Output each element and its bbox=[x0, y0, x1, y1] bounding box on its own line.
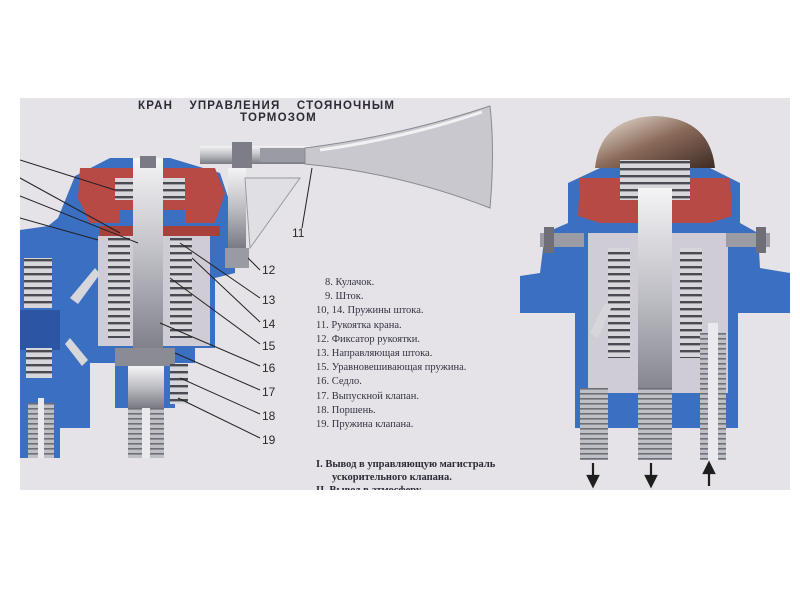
legend-item: 13. Направляющая штока. bbox=[316, 348, 433, 360]
handle-cone bbox=[304, 105, 493, 209]
callout-11: 11 bbox=[292, 226, 305, 240]
piston-18 bbox=[115, 348, 175, 366]
callout-13: 13 bbox=[262, 293, 276, 307]
callout-leaders bbox=[20, 159, 313, 439]
legend-item: 9. Шток. bbox=[325, 291, 364, 303]
legend-item: 16. Седло. bbox=[316, 376, 362, 388]
legend-item: 18. Поршень. bbox=[316, 404, 376, 416]
callout-17: 17 bbox=[262, 385, 276, 399]
stem-9 bbox=[133, 158, 163, 358]
spring-14 bbox=[108, 238, 130, 338]
callout-15: 15 bbox=[262, 339, 276, 353]
figure-title-line-2: ТОРМОЗОМ bbox=[240, 112, 317, 124]
right-port-1 bbox=[580, 388, 608, 460]
right-valve-section bbox=[520, 116, 790, 489]
callout-18: 18 bbox=[262, 409, 276, 423]
callout-19: 19 bbox=[262, 433, 276, 447]
legend-item: 8. Кулачок. bbox=[325, 277, 375, 288]
callout-16: 16 bbox=[262, 361, 276, 375]
callout-12: 12 bbox=[262, 263, 276, 277]
flow-arrows bbox=[586, 460, 716, 489]
legend-item: 12. Фиксатор рукоятки. bbox=[316, 333, 421, 345]
legend-item: 11. Рукоятка крана. bbox=[316, 319, 402, 331]
output-item: II. Вывод в атмосферу bbox=[316, 484, 495, 490]
left-aux-valve bbox=[24, 258, 52, 308]
figure-title: КРАН УПРАВЛЕНИЯ СТОЯНОЧНЫМ bbox=[138, 100, 396, 112]
cross-section-drawing bbox=[20, 105, 790, 489]
left-valve-section bbox=[20, 105, 493, 458]
spring-15 bbox=[170, 238, 192, 338]
legend-item: 15. Уравновешивающая пружина. bbox=[316, 362, 467, 374]
fixator-12 bbox=[228, 168, 246, 248]
legend-item: 17. Выпускной клапан. bbox=[316, 390, 419, 402]
output-item-continuation: ускорительного клапана. bbox=[332, 472, 452, 483]
right-spring-left bbox=[608, 248, 630, 358]
right-spring-right bbox=[680, 248, 702, 358]
output-item: I. Вывод в управляющую магистраль bbox=[316, 459, 496, 470]
output-designations: I. Вывод в управляющую магистраль ускори… bbox=[316, 458, 495, 490]
right-port-2 bbox=[638, 388, 672, 460]
right-stem bbox=[638, 188, 672, 408]
right-dome bbox=[595, 116, 715, 168]
legend-item: 10, 14. Пружины штока. bbox=[316, 305, 424, 317]
callout-14: 14 bbox=[262, 317, 276, 331]
valve-diagram: КРАН УПРАВЛЕНИЯ СТОЯНОЧНЫМ ТОРМОЗОМ 11 1… bbox=[20, 98, 790, 490]
parts-legend: 8. Кулачок. 9. Шток. 10, 14. Пружины што… bbox=[316, 276, 466, 432]
valve-spring-19 bbox=[170, 364, 188, 404]
legend-item: 19. Пружина клапана. bbox=[316, 419, 414, 431]
